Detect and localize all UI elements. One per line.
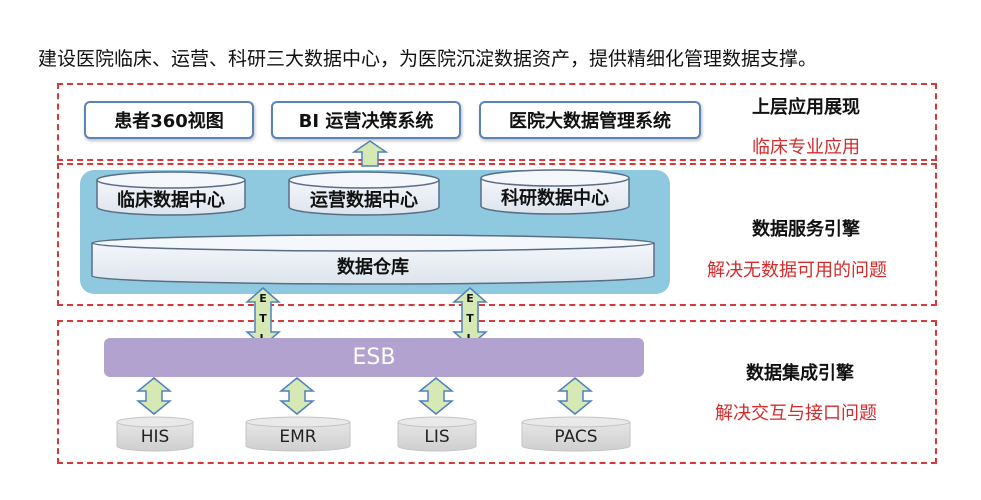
system-lis-label: LIS: [424, 427, 450, 447]
service-layer-label: 数据服务引擎: [752, 219, 860, 240]
cylinder-clinical-data-center: [96, 171, 246, 216]
cylinder-research-data-center: [480, 169, 630, 215]
up-arrow-icon: [351, 140, 389, 167]
etl-letter-t-left: T: [259, 312, 267, 325]
clinical-data-center-label: 临床数据中心: [117, 190, 225, 211]
cylinder-emr: [245, 416, 351, 452]
system-his-label: HIS: [140, 427, 170, 447]
esb-bus: ESB: [104, 338, 644, 377]
service-layer-frame: [57, 163, 937, 306]
integration-layer-label: 数据集成引擎: [746, 363, 854, 384]
esb-label: ESB: [352, 345, 396, 370]
system-emr-label: EMR: [279, 427, 317, 447]
top-layer-sublabel: 临床专业应用: [752, 137, 860, 158]
integration-layer-sublabel: 解决交互与接口问题: [715, 403, 877, 424]
his-arrow-icon: [135, 377, 173, 415]
top-layer-frame: [57, 83, 937, 161]
emr-arrow-icon: [278, 377, 316, 415]
etl-letter-e-left: E: [259, 292, 267, 305]
service-layer-sublabel: 解决无数据可用的问题: [707, 260, 887, 281]
app-big-data-management-system: 医院大数据管理系统: [479, 101, 701, 139]
cylinder-his: [116, 416, 194, 452]
operations-data-center-label: 运营数据中心: [310, 190, 418, 211]
system-pacs-label: PACS: [554, 427, 598, 447]
etl-letter-e-right: E: [466, 292, 474, 305]
cylinder-lis: [397, 416, 477, 452]
cylinder-operations-data-center: [288, 171, 440, 216]
integration-layer-frame: [57, 320, 937, 464]
cylinder-data-warehouse: [91, 234, 655, 285]
research-data-center-label: 科研数据中心: [501, 188, 609, 209]
data-warehouse-label: 数据仓库: [337, 257, 409, 278]
lis-arrow-icon: [417, 377, 455, 415]
app-patient-360-view: 患者360视图: [84, 101, 254, 139]
app-bi-decision-system: BI 运营决策系统: [271, 101, 461, 139]
etl-letter-t-right: T: [466, 312, 474, 325]
pacs-arrow-icon: [556, 377, 594, 415]
top-layer-label: 上层应用展现: [752, 97, 860, 118]
page-title: 建设医院临床、运营、科研三大数据中心，为医院沉淀数据资产，提供精细化管理数据支撑…: [38, 48, 818, 70]
cylinder-pacs: [521, 416, 631, 452]
